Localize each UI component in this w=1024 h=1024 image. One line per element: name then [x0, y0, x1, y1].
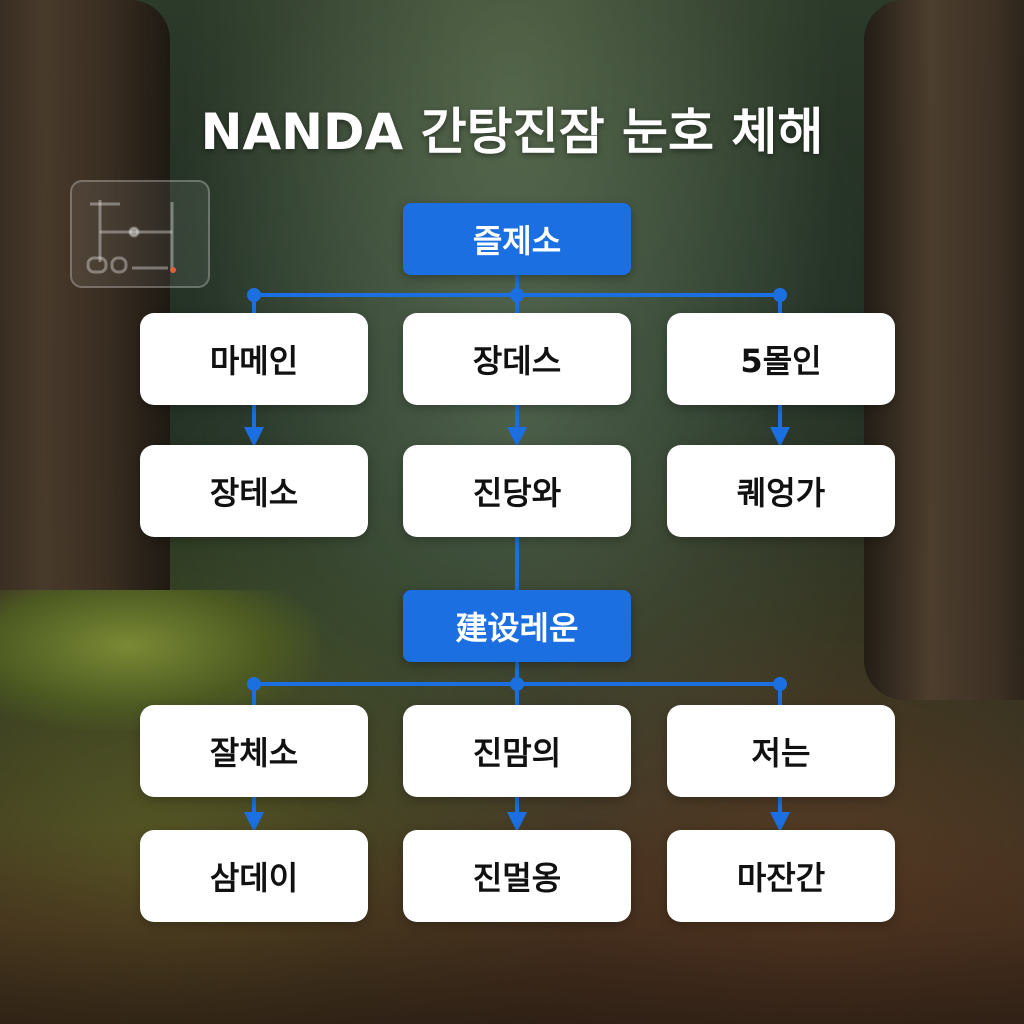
junction-dot — [247, 288, 261, 302]
junction-dot — [510, 288, 524, 302]
node-lower-row2-center: 진멀옹 — [403, 830, 631, 922]
node-lower-row1-right: 저는 — [667, 705, 895, 797]
node-lower-row1-left: 잘체소 — [140, 705, 368, 797]
mid-hub-node: 建设레운 — [403, 590, 631, 662]
node-upper-row2-right: 퀘엉가 — [667, 445, 895, 537]
top-hub-node: 즐제소 — [403, 203, 631, 275]
diagram-title: NANDA 간탕진잠 눈호 체해 — [200, 103, 824, 161]
junction-dot — [773, 677, 787, 691]
node-lower-row2-right: 마잔간 — [667, 830, 895, 922]
junction-dot — [773, 288, 787, 302]
node-upper-row2-center: 진당와 — [403, 445, 631, 537]
node-lower-row1-center: 진맘의 — [403, 705, 631, 797]
junction-dot — [510, 677, 524, 691]
node-upper-row2-left: 장테소 — [140, 445, 368, 537]
translucent-diagram-icon — [70, 180, 210, 288]
node-upper-row1-right: 5몰인 — [667, 313, 895, 405]
node-upper-row1-left: 마메인 — [140, 313, 368, 405]
node-lower-row2-left: 삼데이 — [140, 830, 368, 922]
junction-dot — [247, 677, 261, 691]
node-upper-row1-center: 장데스 — [403, 313, 631, 405]
